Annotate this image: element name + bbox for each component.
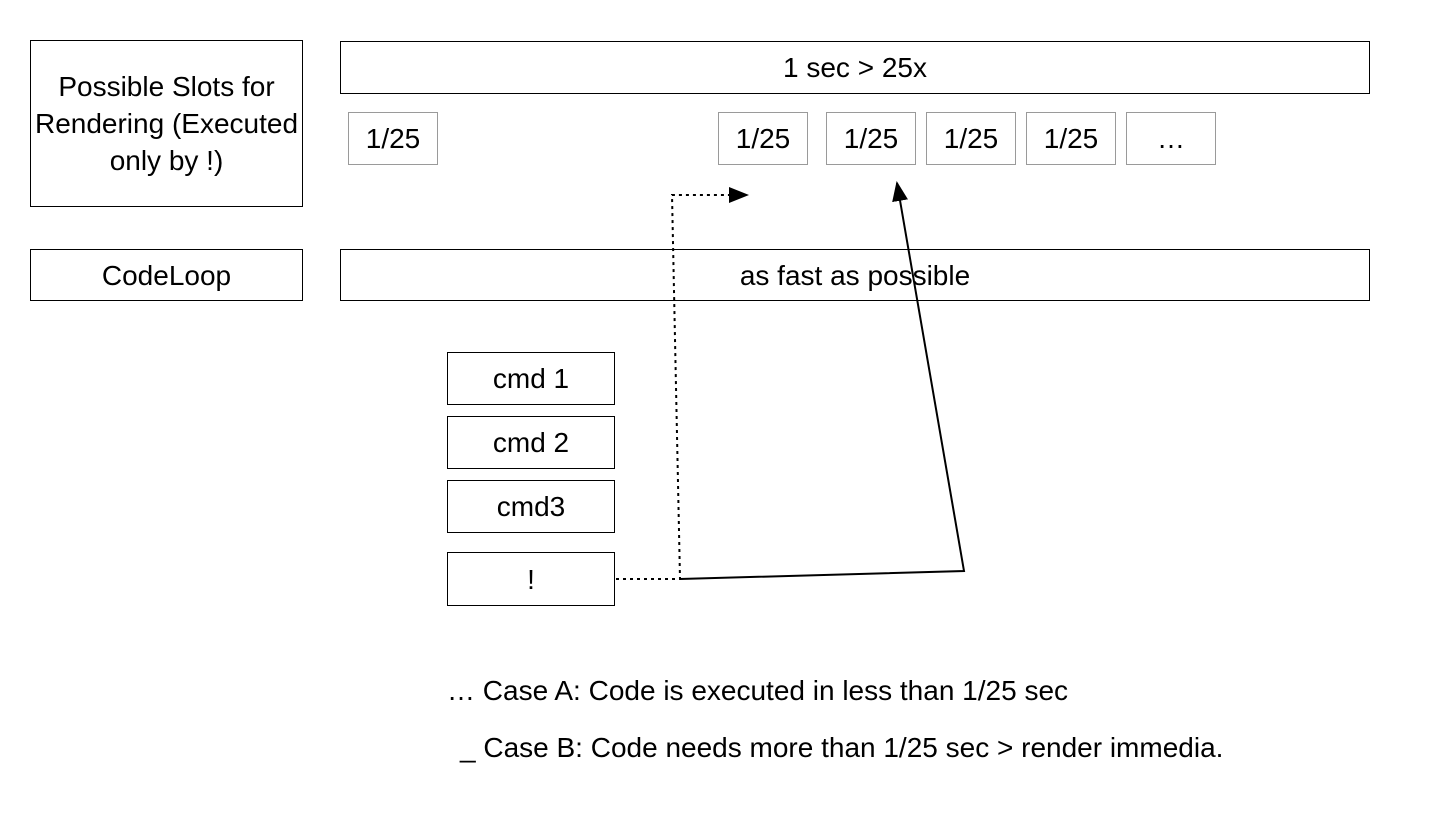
case-b-solid-arrow [679, 181, 966, 580]
render-slots-label: Possible Slots for Rendering (Executed o… [30, 40, 303, 207]
command-box-3-text: cmd3 [496, 491, 566, 522]
render-slot-2-text: 1/25 [735, 122, 791, 154]
render-slots-label-text: Possible Slots for Rendering (Executed o… [34, 71, 299, 176]
codeloop-label-text: CodeLoop [101, 259, 232, 291]
legend-case-b: _ Case B: Code needs more than 1/25 sec … [460, 732, 1224, 763]
render-slot-3-text: 1/25 [843, 122, 899, 154]
command-box-1-text: cmd 1 [492, 363, 570, 394]
render-slot-1: 1/25 [348, 112, 438, 165]
command-box-2: cmd 2 [447, 416, 615, 469]
render-slot-more: … [1126, 112, 1216, 165]
render-slot-4: 1/25 [926, 112, 1016, 165]
codeloop-bar: as fast as possible [340, 249, 1370, 301]
render-slot-more-text: … [1157, 122, 1185, 154]
one-second-bar-text: 1 sec > 25x [783, 52, 927, 83]
case-a-dotted-arrow [616, 187, 749, 580]
one-second-bar: 1 sec > 25x [340, 41, 1370, 94]
render-command-box: ! [447, 552, 615, 606]
render-slot-3: 1/25 [826, 112, 916, 165]
render-slot-5-text: 1/25 [1043, 122, 1099, 154]
render-slot-2: 1/25 [718, 112, 808, 165]
codeloop-bar-text: as fast as possible [739, 259, 971, 291]
codeloop-label: CodeLoop [30, 249, 303, 301]
command-box-1: cmd 1 [447, 352, 615, 405]
command-box-3: cmd3 [447, 480, 615, 533]
render-slot-5: 1/25 [1026, 112, 1116, 165]
render-slot-4-text: 1/25 [943, 122, 999, 154]
command-box-2-text: cmd 2 [492, 427, 570, 458]
render-slot-1-text: 1/25 [365, 122, 421, 154]
legend-case-a: … Case A: Code is executed in less than … [447, 675, 1069, 706]
render-command-box-text: ! [527, 563, 535, 595]
